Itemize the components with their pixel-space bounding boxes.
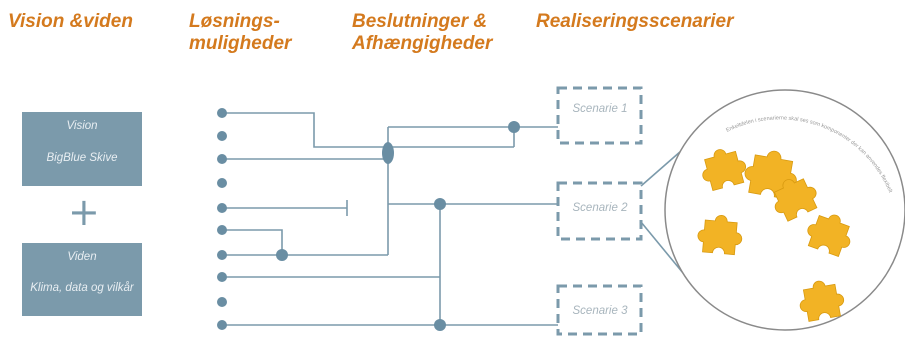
- junction-440-bottom: [434, 319, 446, 331]
- vision-box-subtitle: BigBlue Skive: [46, 152, 118, 164]
- puzzle-pieces: [697, 149, 851, 322]
- junction-388: [382, 142, 394, 164]
- heading-losning-line2: muligheder: [189, 33, 292, 54]
- junction-514: [508, 121, 520, 133]
- scenario-label-3: Scenarie 3: [573, 305, 629, 317]
- viden-box-subtitle: Klima, data og vilkår: [30, 282, 134, 294]
- node-9: [217, 297, 227, 307]
- scenario-label-1: Scenarie 1: [573, 103, 628, 115]
- scenario-boxes: [556, 86, 643, 336]
- node-6: [217, 225, 227, 235]
- node-10: [217, 320, 227, 330]
- node-8: [217, 272, 227, 282]
- puzzle-icon: [799, 280, 845, 322]
- junction-nodes: [276, 121, 520, 331]
- junction-282: [276, 249, 288, 261]
- node-5: [217, 203, 227, 213]
- node-1: [217, 108, 227, 118]
- scenario-box-1: [556, 86, 643, 145]
- node-3: [217, 154, 227, 164]
- heading-beslutninger: Beslutninger & Afhængigheder: [352, 11, 492, 55]
- heading-beslut-line2: Afhængigheder: [352, 33, 493, 54]
- heading-vision-viden: Vision &viden: [8, 11, 133, 32]
- junction-440-top: [434, 198, 446, 210]
- node-7: [217, 250, 227, 260]
- puzzle-icon: [773, 178, 818, 222]
- connector-lines: [222, 112, 706, 326]
- heading-losning-line1: Løsnings-: [189, 11, 280, 32]
- heading-realiseringsscenarier: Realiseringsscenarier: [536, 11, 734, 32]
- node-4: [217, 178, 227, 188]
- scenario-box-2: [556, 181, 643, 241]
- vision-box: Vision BigBlue Skive: [22, 112, 142, 186]
- node-2: [217, 131, 227, 141]
- line-row6: [222, 229, 283, 255]
- viden-box-title: Viden: [67, 251, 97, 263]
- line-row1: [222, 112, 388, 148]
- puzzle-icon: [702, 149, 747, 192]
- heading-losningsmuligheder: Løsnings- muligheder: [189, 11, 291, 55]
- scenario-box-3: [556, 284, 643, 336]
- puzzle-icon: [807, 214, 851, 258]
- plus-sign: +: [68, 190, 100, 234]
- vision-box-title: Vision: [66, 120, 98, 132]
- viden-box: Viden Klima, data og vilkår: [22, 243, 142, 316]
- input-nodes: [217, 108, 227, 330]
- scenario-label-2: Scenarie 2: [573, 202, 629, 214]
- puzzle-icon: [697, 214, 743, 256]
- heading-beslut-line1: Beslutninger &: [352, 11, 488, 32]
